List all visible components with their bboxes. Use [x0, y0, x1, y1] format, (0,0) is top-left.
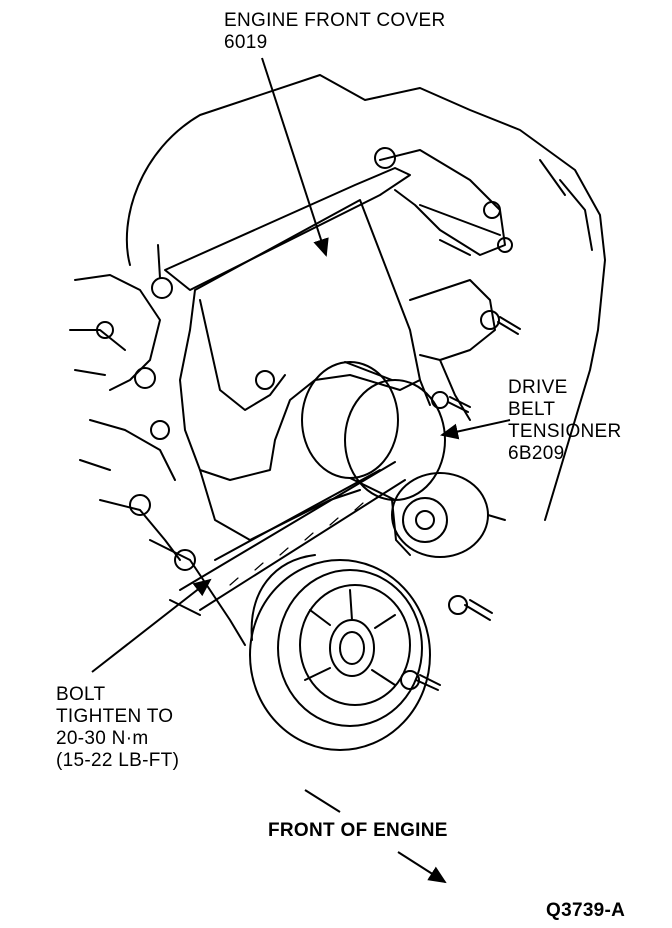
- idler-pulley-inner: [402, 497, 448, 543]
- tensioner-line-3: TENSIONER: [508, 421, 622, 442]
- crank-pulley-spokes: [304, 589, 396, 686]
- bolt-cover-left: [255, 370, 275, 390]
- bracket-cross: [419, 204, 501, 256]
- tensioner-line-1: DRIVE: [508, 377, 568, 398]
- bolt-left-2: [134, 367, 156, 389]
- stud-lower-right-1: [464, 599, 493, 621]
- block-right-edge: [539, 159, 593, 251]
- tensioner-arm: [409, 279, 496, 361]
- bolt-lower-right-1: [448, 595, 468, 615]
- bolt-line-2: TIGHTEN TO: [56, 706, 174, 727]
- upper-bracket: [164, 167, 411, 291]
- front-cover-body: [179, 199, 421, 481]
- bolt-line-1: BOLT: [56, 684, 106, 705]
- upper-bracket-arm: [379, 149, 506, 256]
- idler-pulley-outer: [391, 472, 489, 558]
- stud-upper-left: [157, 244, 161, 279]
- engine-front-cover-name: ENGINE FRONT COVER: [224, 10, 446, 31]
- bolt-upper-center: [374, 147, 396, 169]
- belt-hatching: [229, 502, 364, 586]
- drive-belt-lower: [214, 469, 381, 561]
- bolt-left-3: [150, 420, 170, 440]
- bolt-bracket-right: [497, 237, 513, 253]
- engine-line-art: [69, 74, 606, 751]
- figure-id: Q3739-A: [546, 900, 626, 921]
- tensioner-part: 6B209: [508, 443, 565, 464]
- label-drive-belt-tensioner: DRIVE BELT TENSIONER 6B209: [508, 377, 622, 465]
- tensioner-line-2: BELT: [508, 399, 556, 420]
- bolt-arm-right: [480, 310, 500, 330]
- leader-lines: [91, 57, 511, 884]
- crank-pulley-outer: [249, 559, 431, 751]
- label-bolt: BOLT TIGHTEN TO 20-30 N·m (15-22 LB-FT): [56, 684, 179, 772]
- leader-drive-belt-tensioner: [440, 419, 511, 440]
- belt-right-run: [487, 514, 506, 521]
- bolt-lower-left: [174, 549, 196, 571]
- bolt-upper-left: [151, 277, 173, 299]
- label-engine-front-cover: ENGINE FRONT COVER 6019: [224, 10, 445, 54]
- stud-tensioner: [447, 396, 471, 413]
- tensioner-arm-lower: [419, 359, 471, 421]
- bolt-upper-right: [483, 201, 501, 219]
- bolt-lower-right-2: [400, 670, 420, 690]
- leader-engine-front-cover: [261, 57, 329, 257]
- front-of-engine-tail: [304, 789, 341, 813]
- stud-lower-right-2: [415, 674, 441, 691]
- front-cover-ridge: [199, 299, 286, 411]
- bolt-left-1: [96, 321, 114, 339]
- bolt-left-4: [129, 494, 151, 516]
- engine-front-cover-part: 6019: [224, 32, 268, 53]
- crank-pulley-back-edge: [250, 554, 316, 641]
- front-of-engine-arrow: [397, 851, 447, 884]
- bolt-tensioner: [431, 391, 449, 409]
- crank-pulley-bore: [339, 631, 365, 665]
- left-side-features: [69, 274, 181, 561]
- crank-pulley-web: [299, 584, 411, 706]
- bolt-line-4: (15-22 LB-FT): [56, 750, 180, 771]
- idler-pulley-hub: [415, 510, 435, 530]
- drive-belt-upper: [179, 461, 406, 611]
- label-front-of-engine: FRONT OF ENGINE: [268, 820, 448, 841]
- tensioner-drum-back: [301, 361, 399, 479]
- stud-arm: [497, 316, 521, 335]
- bolt-line-3: 20-30 N·m: [56, 728, 149, 749]
- engine-block-outline: [125, 74, 606, 521]
- crank-pulley-hub: [329, 619, 375, 677]
- idler-pulley-side: [391, 499, 411, 556]
- leader-bolt: [91, 578, 212, 673]
- crank-pulley-rim: [277, 569, 423, 727]
- left-lower-bracket: [149, 539, 246, 646]
